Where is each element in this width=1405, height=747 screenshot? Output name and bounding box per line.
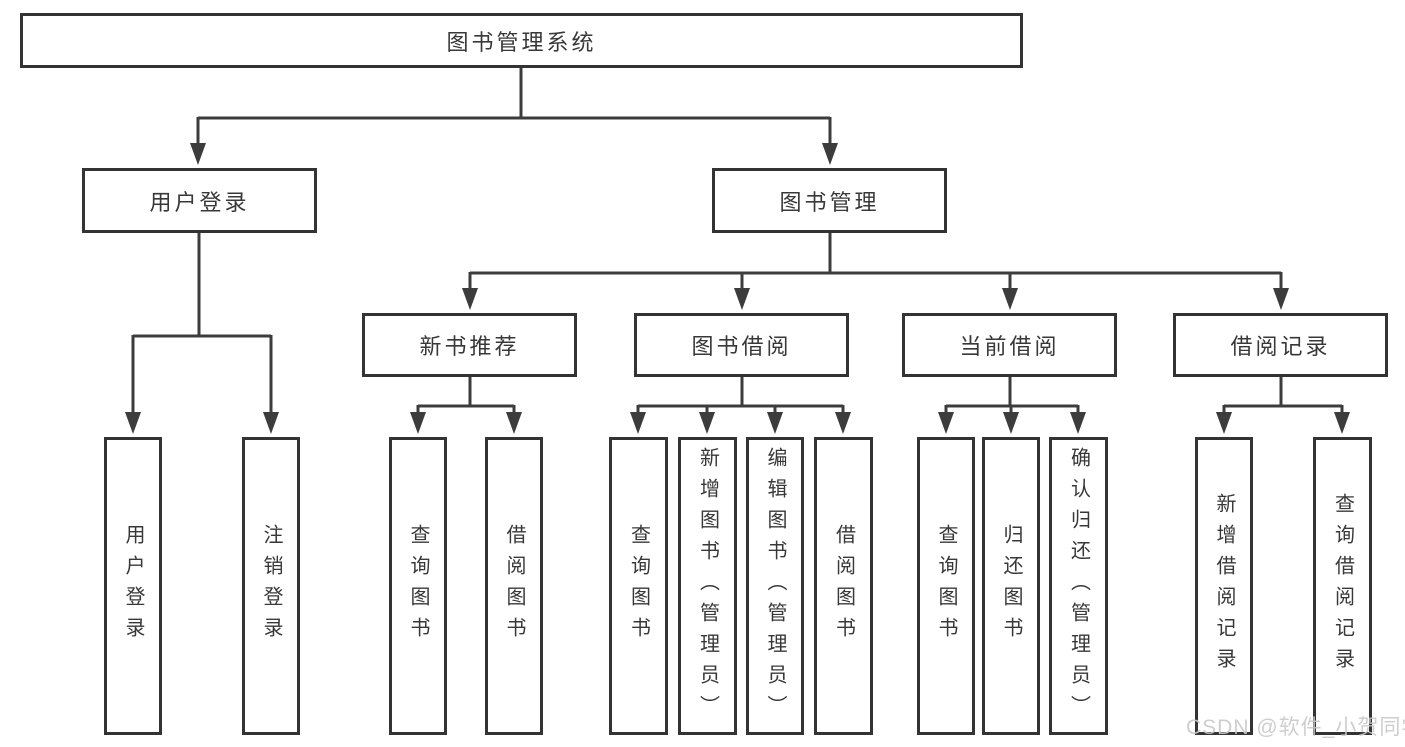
- leaf-label: 注销登录: [260, 524, 282, 648]
- node-borrow-record: 借阅记录: [1173, 313, 1388, 377]
- node-label: 当前借阅: [959, 334, 1060, 359]
- leaf-add-borrow-record: 新增借阅记录: [1195, 437, 1253, 735]
- edges-user-login-branch: [125, 233, 279, 434]
- node-label: 图书借阅: [691, 334, 792, 359]
- leaf-label: 用户登录: [122, 524, 144, 648]
- csdn-watermark: CSDN @软件_小贺同学: [1186, 716, 1405, 739]
- leaf-label: 借阅图书: [503, 524, 525, 648]
- node-current-borrow: 当前借阅: [902, 313, 1117, 377]
- node-label: 新书推荐: [419, 334, 520, 359]
- leaf-add-book-admin: 新增图书（管理员）: [678, 437, 737, 735]
- leaf-borrow-book: 借阅图书: [814, 437, 873, 735]
- leaf-query-book-recommend: 查询图书: [389, 437, 447, 735]
- leaf-query-book-current: 查询图书: [917, 437, 975, 735]
- edges-book-borrow-branch: [630, 377, 851, 434]
- edges-current-borrow-branch: [938, 377, 1086, 434]
- node-user-login-group: 用户登录: [82, 168, 317, 233]
- node-label: 借阅记录: [1230, 334, 1331, 359]
- edges-new-book-recommend-branch: [410, 377, 522, 434]
- leaf-label: 新增图书（管理员）: [696, 446, 719, 726]
- leaf-label: 查询图书: [627, 524, 650, 648]
- node-label: 用户登录: [149, 189, 250, 215]
- leaf-return-book: 归还图书: [982, 437, 1040, 735]
- leaf-label: 借阅图书: [832, 524, 855, 648]
- edges-root-to-level2: [190, 68, 838, 165]
- node-root-label: 图书管理系统: [446, 29, 597, 55]
- leaf-label: 确认归还（管理员）: [1067, 446, 1090, 726]
- node-new-book-recommend: 新书推荐: [362, 313, 577, 377]
- leaf-user-login: 用户登录: [104, 437, 162, 735]
- leaf-label: 查询借阅记录: [1331, 493, 1354, 679]
- leaf-query-book-borrow: 查询图书: [609, 437, 668, 735]
- node-root-system: 图书管理系统: [20, 13, 1023, 68]
- leaf-edit-book-admin: 编辑图书（管理员）: [746, 437, 804, 735]
- leaf-label: 查询图书: [407, 524, 429, 648]
- node-label: 图书管理: [779, 189, 880, 215]
- node-book-borrow: 图书借阅: [634, 313, 849, 377]
- leaf-borrow-book-recommend: 借阅图书: [485, 437, 543, 735]
- leaf-logout: 注销登录: [242, 437, 300, 735]
- leaf-label: 编辑图书（管理员）: [764, 446, 786, 726]
- node-book-management: 图书管理: [712, 168, 947, 233]
- leaf-confirm-return-admin: 确认归还（管理员）: [1049, 437, 1108, 735]
- leaf-label: 归还图书: [1000, 524, 1022, 648]
- edges-borrow-record-branch: [1216, 377, 1350, 434]
- edges-book-management-to-level3: [462, 233, 1289, 310]
- leaf-query-borrow-record: 查询借阅记录: [1313, 437, 1372, 735]
- leaf-label: 查询图书: [935, 524, 957, 648]
- leaf-label: 新增借阅记录: [1213, 493, 1235, 679]
